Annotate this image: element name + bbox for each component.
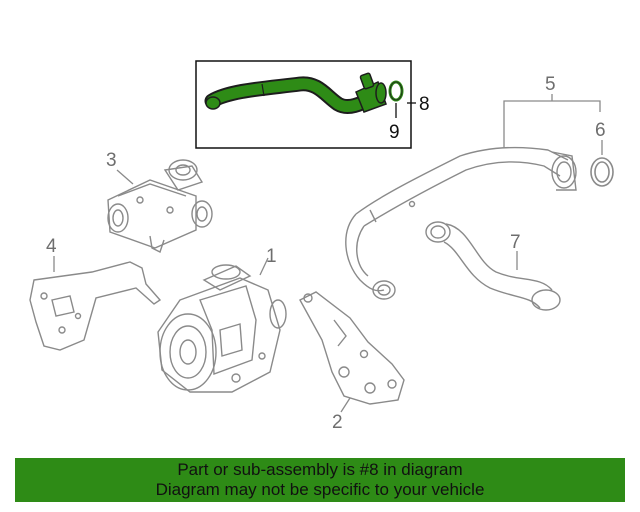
highlight-box [195,60,412,149]
callout-2: 2 [332,412,343,433]
parts-diagram: 1 2 3 4 5 6 7 8 9 [29,60,614,433]
part-6-seal[interactable] [590,157,614,187]
part-2-pump-bracket[interactable] [299,291,405,405]
callout-3: 3 [106,150,117,171]
notice-banner: Part or sub-assembly is #8 in diagram Di… [15,458,625,502]
callout-4: 4 [46,236,57,257]
leader-2 [340,397,351,413]
callout-5: 5 [545,74,556,95]
leader-3 [116,169,134,185]
callout-1: 1 [266,246,277,267]
leader-1 [259,257,269,276]
notice-line-1: Part or sub-assembly is #8 in diagram [177,460,463,479]
callout-8: 8 [419,94,430,115]
part-1-water-pump[interactable] [157,264,287,393]
part-5-coolant-pipe[interactable] [345,146,577,300]
part-3-thermostat[interactable] [107,159,213,253]
part-4-bracket[interactable] [29,261,162,351]
callout-6: 6 [595,120,606,141]
leader-5 [503,100,601,148]
callout-7: 7 [510,232,521,253]
part-9-seal[interactable] [388,80,404,102]
part-8-hose[interactable] [204,72,387,114]
callout-9: 9 [389,122,400,143]
part-7-hose[interactable] [425,221,561,311]
notice-line-2: Diagram may not be specific to your vehi… [155,480,485,499]
